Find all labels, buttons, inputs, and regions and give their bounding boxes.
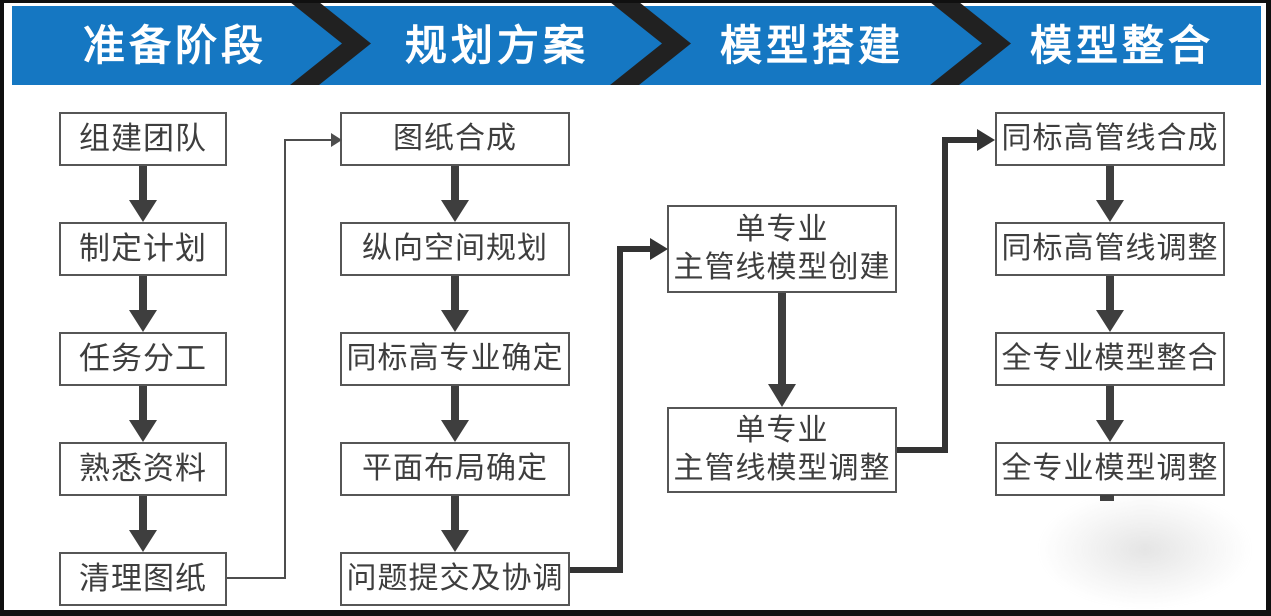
elbow-connector-col3-col4 <box>897 129 995 453</box>
frame-border <box>0 0 1271 3</box>
flow-box-label: 同标高管线合成 <box>1001 121 1219 155</box>
flow-box-label: 全专业模型整合 <box>1001 341 1219 375</box>
flow-box-elevation-discipline: 同标高专业确定 <box>340 332 570 386</box>
flow-box-label: 平面布局确定 <box>362 451 548 485</box>
chevron-right-icon <box>610 2 691 85</box>
phase-title-preparation: 准备阶段 <box>82 22 267 69</box>
flow-box-drawing-merge: 图纸合成 <box>340 112 570 166</box>
phase-title-building: 模型搭建 <box>719 22 904 69</box>
flow-box-review-materials: 熟悉资料 <box>59 442 227 496</box>
flow-box-issue-coordination: 问题提交及协调 <box>340 552 570 606</box>
flow-box-label: 单专业 <box>735 212 829 246</box>
flow-box-label: 图纸合成 <box>393 121 517 155</box>
flow-box-label: 主管线模型调整 <box>673 452 891 485</box>
flow-box-label: 同标高管线调整 <box>1001 231 1219 265</box>
flow-box-label: 清理图纸 <box>79 561 207 597</box>
flow-box-full-model-integrate: 全专业模型整合 <box>995 332 1225 386</box>
flow-box-label: 纵向空间规划 <box>362 231 548 265</box>
flow-box-task-division: 任务分工 <box>59 332 227 386</box>
flow-box-label: 任务分工 <box>79 341 207 377</box>
flow-box-plan-layout: 平面布局确定 <box>340 442 570 496</box>
arrow-right-icon <box>331 133 342 147</box>
flow-box-label: 制定计划 <box>79 231 207 267</box>
phase-title-integration: 模型整合 <box>1029 22 1214 69</box>
flow-box-form-team: 组建团队 <box>59 112 227 166</box>
frame-border <box>0 610 1271 616</box>
flow-box-vertical-planning: 纵向空间规划 <box>340 222 570 276</box>
arrow-down-icon <box>441 166 469 552</box>
arrow-right-icon <box>650 238 668 260</box>
arrow-down-icon <box>129 166 157 552</box>
flow-box-single-discipline-adjust: 单专业 主管线模型调整 <box>667 407 897 493</box>
arrow-down-icon <box>768 293 796 407</box>
chevron-right-icon <box>930 2 1011 85</box>
flow-box-label: 同标高专业确定 <box>346 341 564 375</box>
flow-box-label: 主管线模型创建 <box>673 251 891 284</box>
elbow-connector-col1-col2 <box>227 133 342 579</box>
phase-title-planning: 规划方案 <box>404 22 589 69</box>
flow-box-label: 熟悉资料 <box>79 451 207 487</box>
arrow-stub <box>1100 495 1114 501</box>
chevron-layer <box>290 2 1011 85</box>
flow-box-single-discipline-create: 单专业 主管线模型创建 <box>667 205 897 293</box>
flow-box-make-plan: 制定计划 <box>59 222 227 276</box>
flow-box-elevation-pipe-merge: 同标高管线合成 <box>995 112 1225 166</box>
flow-box-clean-drawings: 清理图纸 <box>59 552 227 606</box>
elbow-connector-col2-col3 <box>570 238 668 573</box>
arrow-down-icon <box>1096 166 1124 442</box>
flow-box-label: 问题提交及协调 <box>346 561 564 595</box>
flow-box-elevation-pipe-adjust: 同标高管线调整 <box>995 222 1225 276</box>
frame-border <box>1266 0 1271 616</box>
chevron-right-icon <box>290 2 371 85</box>
flow-box-label: 组建团队 <box>79 121 207 157</box>
frame-border <box>0 0 4 616</box>
arrow-right-icon <box>977 129 995 151</box>
flow-box-label: 全专业模型调整 <box>1001 451 1219 485</box>
flow-box-label: 单专业 <box>735 413 829 447</box>
